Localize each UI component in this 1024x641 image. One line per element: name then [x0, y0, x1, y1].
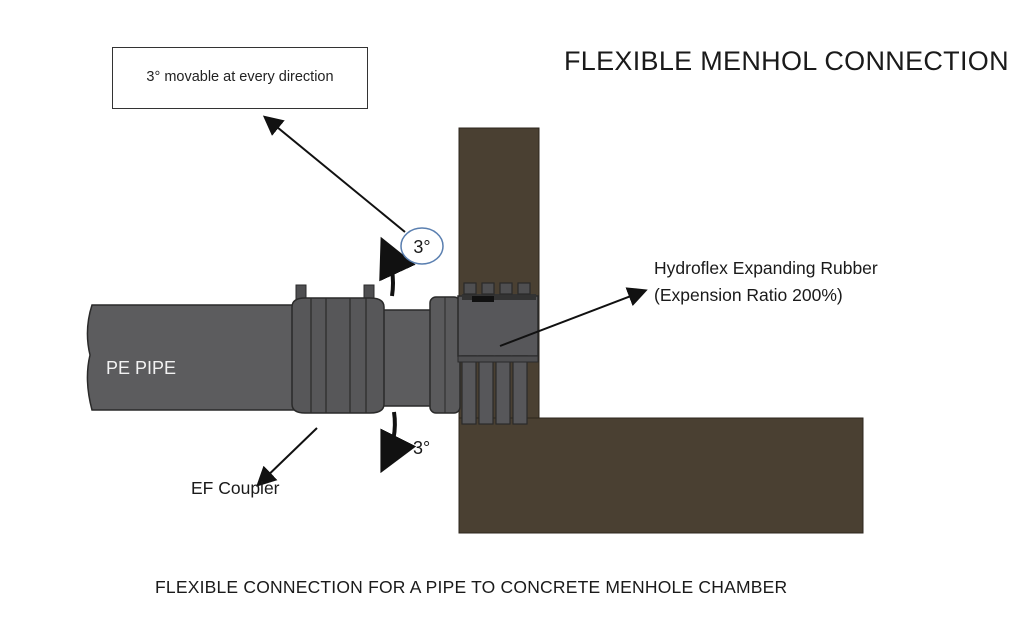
coupler-label: EF Coupler: [191, 478, 280, 498]
note-leader-arrow: [262, 115, 406, 233]
note-box: 3° movable at every direction: [112, 47, 368, 109]
diagram-caption: FLEXIBLE CONNECTION FOR A PIPE TO CONCRE…: [155, 577, 788, 597]
chamber-floor: [458, 417, 864, 534]
angle-lower-label: 3°: [413, 438, 431, 458]
angle-circle: 3°: [400, 227, 444, 265]
rubber-label-line1: Hydroflex Expanding Rubber: [654, 258, 878, 278]
hydroflex-rubber: [457, 282, 539, 425]
rotation-arrow-down: [380, 411, 417, 474]
diagram-title: FLEXIBLE MENHOL CONNECTION: [564, 46, 1009, 76]
angle-upper-label: 3°: [413, 237, 430, 257]
note-text: 3° movable at every direction: [146, 69, 334, 85]
rubber-label-line2: (Expension Ratio 200%): [654, 285, 843, 305]
pe-pipe-label: PE PIPE: [106, 358, 177, 378]
coupler-leader-arrow: [256, 427, 318, 487]
rotation-arrow-up: [379, 236, 416, 297]
ef-coupler: [291, 284, 385, 414]
rubber-leader-arrow: [499, 287, 648, 347]
pipe-flange: [429, 296, 461, 414]
